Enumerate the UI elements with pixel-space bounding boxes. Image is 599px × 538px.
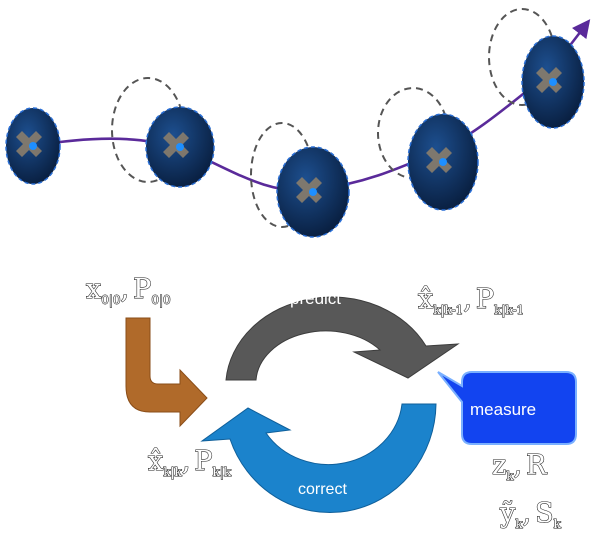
measure-label: measure [470,400,536,419]
measurement-cross-icon [296,177,322,203]
init-formula: x0|0,P0|0 [86,274,171,307]
measure-callout: measure [437,371,577,445]
measurement-cross-icon [16,131,42,157]
state-estimate-s3 [407,113,479,211]
measure-box [437,371,577,445]
measurement-cross-icon [426,147,452,173]
mean-dot [29,142,37,150]
predict-arrow [225,296,460,381]
correct-label: correct [298,481,347,498]
filter-cycle: predict correct measure x0|0,P0|0 x̂k|k-… [85,273,577,532]
trajectory-section [5,8,591,238]
state-estimate-s1 [145,106,215,188]
state-estimate-s4 [521,35,585,129]
mean-dot [439,158,447,166]
posterior-ellipses [5,35,585,238]
state-estimate-s2 [276,146,350,238]
state-estimate-s0 [5,107,61,185]
measurement-cross-icon [536,67,562,93]
mean-dot [549,78,557,86]
predict-label: predict [290,289,341,308]
mean-dot [176,143,184,151]
innovation-formula: ỹk,Sk [499,498,562,531]
corrected-formula: x̂k|k,Pk|k [148,446,232,479]
measurement-formula: zk,R [492,450,547,483]
predicted-formula: x̂k|k-1,Pk|k-1 [418,284,524,317]
correct-arrow [200,403,437,514]
init-arrow [125,317,208,428]
measurement-cross-icon [163,132,189,158]
mean-dot [309,188,317,196]
